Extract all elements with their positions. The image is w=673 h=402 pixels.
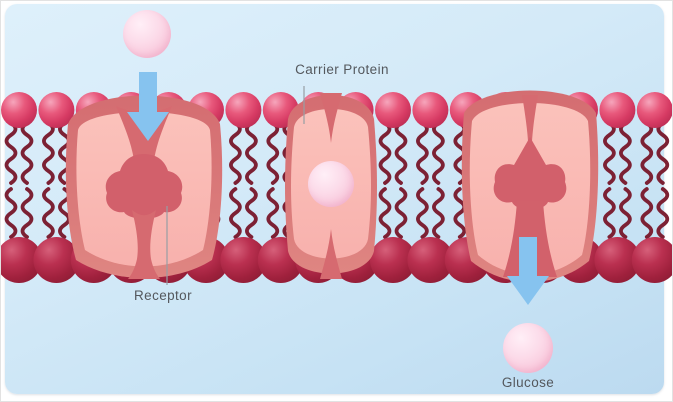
lipid-tail bbox=[416, 121, 429, 185]
lipid-tail bbox=[640, 187, 654, 239]
lipid-tail bbox=[603, 187, 616, 239]
carrier-bottom-cleft bbox=[320, 229, 342, 279]
lipid-head-outer bbox=[599, 92, 636, 128]
lipid-tail bbox=[619, 187, 632, 239]
lipid-tail bbox=[619, 121, 632, 185]
lipid-tail bbox=[640, 121, 654, 185]
lipid-tail bbox=[432, 121, 445, 185]
lipid-tail bbox=[394, 187, 408, 239]
carrier-protein-label: Carrier Protein bbox=[295, 62, 389, 77]
carrier-top-cleft bbox=[320, 93, 342, 143]
lipid-tail bbox=[656, 121, 670, 185]
lipid-tail bbox=[245, 187, 258, 239]
lipid-head-inner bbox=[631, 237, 672, 283]
receptor-label: Receptor bbox=[134, 288, 192, 303]
lipid-tail bbox=[266, 121, 280, 185]
lipid-tail bbox=[4, 187, 18, 239]
lipid-head-outer bbox=[375, 92, 411, 128]
lipid-tail bbox=[229, 187, 242, 239]
open-carrier-protein bbox=[461, 90, 599, 282]
transport-in-arrow-icon bbox=[127, 72, 169, 141]
lipid-head-outer bbox=[225, 92, 262, 128]
lipid-tail bbox=[229, 121, 242, 185]
glucose-molecule-bound bbox=[308, 161, 354, 207]
lipid-head-outer bbox=[412, 92, 449, 128]
lipid-head-outer bbox=[38, 92, 75, 128]
lipid-head-inner bbox=[220, 237, 267, 283]
lipid-tail bbox=[453, 187, 467, 239]
lipid-tail bbox=[432, 187, 445, 239]
lipid-tail bbox=[378, 187, 392, 239]
lipid-tail bbox=[394, 121, 408, 185]
glucose-label: Glucose bbox=[501, 375, 555, 390]
lipid-head-inner bbox=[594, 237, 641, 283]
receptor-bottom-seam bbox=[128, 210, 160, 279]
open-carrier-pocket bbox=[493, 137, 567, 210]
lipid-tail bbox=[266, 187, 280, 239]
glucose-molecule-released bbox=[503, 323, 553, 373]
lipid-tail bbox=[416, 187, 429, 239]
lipid-tail bbox=[20, 187, 34, 239]
lipid-tail bbox=[42, 121, 55, 185]
lipid-tail bbox=[656, 187, 670, 239]
open-carrier-top-seam bbox=[522, 95, 538, 141]
lipid-tail bbox=[58, 121, 71, 185]
lipid-head-inner bbox=[33, 237, 80, 283]
receptor-binding-site bbox=[105, 154, 183, 219]
lipid-head-inner bbox=[407, 237, 454, 283]
lipid-head-inner bbox=[370, 237, 416, 283]
lipid-tail bbox=[4, 121, 18, 185]
lipid-tail bbox=[42, 187, 55, 239]
transport-out-arrow-icon bbox=[507, 237, 549, 305]
lipid-head-outer bbox=[636, 92, 672, 128]
lipid-tail bbox=[20, 121, 34, 185]
glucose-molecule-outside bbox=[123, 10, 171, 58]
lipid-tail bbox=[245, 121, 258, 185]
lipid-tail bbox=[378, 121, 392, 185]
lipid-tail bbox=[603, 121, 616, 185]
lipid-head-inner bbox=[1, 237, 42, 283]
lipid-head-outer bbox=[1, 92, 37, 128]
